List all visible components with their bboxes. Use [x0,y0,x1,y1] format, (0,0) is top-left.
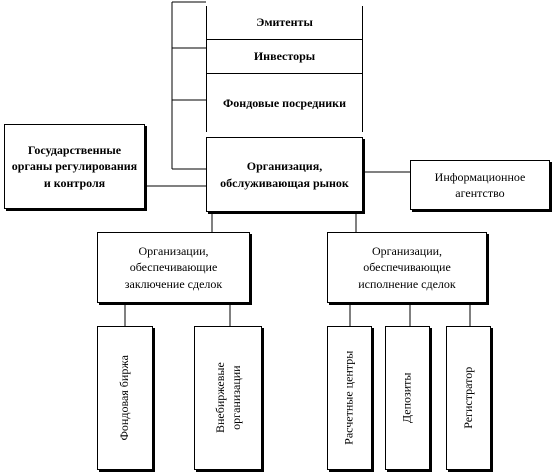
settlement-label: Расчетные центры [341,350,356,446]
stock-exchange-label: Фондовая биржа [117,355,132,441]
deal-execution-box: Организации, обеспечивающие исполнение с… [327,232,487,303]
info-agency-box: Информационное агентство [410,160,550,210]
intermediaries-box: Фондовые посредники [206,74,363,132]
settlement-box: Расчетные центры [327,326,372,470]
depository-label: Депозиты [399,372,414,424]
depository-box: Депозиты [385,326,430,470]
investors-box: Инвесторы [206,40,363,74]
regulators-box: Государственные органы регулирования и к… [4,124,145,209]
deal-conclusion-label: Организации, обеспечивающие заключение с… [124,244,223,291]
registrar-box: Регистратор [446,326,491,470]
otc-label: Внебиржевые организации [212,362,243,434]
regulators-label: Государственные органы регулирования и к… [11,143,138,190]
issuers-label: Эмитенты [256,15,313,30]
info-agency-label: Информационное агентство [434,169,526,200]
market-service-label: Организация, обслуживающая рынок [220,159,349,190]
deal-execution-label: Организации, обеспечивающие исполнение с… [358,244,456,291]
stock-exchange-box: Фондовая биржа [97,326,153,470]
deal-conclusion-box: Организации, обеспечивающие заключение с… [97,232,250,303]
otc-box: Внебиржевые организации [194,326,262,470]
registrar-label: Регистратор [460,366,475,430]
intermediaries-label: Фондовые посредники [223,95,346,110]
investors-label: Инвесторы [253,49,316,64]
issuers-box: Эмитенты [206,6,363,40]
market-service-box: Организация, обслуживающая рынок [206,137,363,212]
